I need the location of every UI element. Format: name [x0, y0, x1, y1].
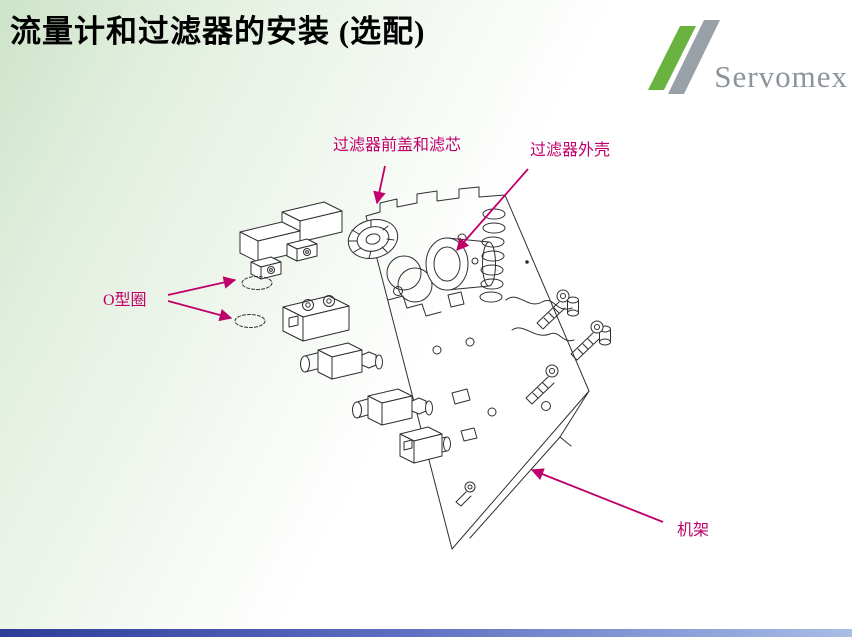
coil-connector-front	[250, 256, 282, 280]
logo-stripes-icon	[648, 20, 721, 94]
label-frame: 机架	[677, 522, 710, 539]
coil-connector-rear	[286, 238, 318, 262]
bottom-bar	[0, 629, 852, 637]
o-ring-top	[241, 276, 273, 290]
arrow-frame	[530, 468, 664, 523]
valve-body-2	[352, 388, 433, 426]
screw-2	[570, 320, 604, 361]
o-ring-bottom	[234, 314, 266, 328]
valve-body-3	[399, 426, 451, 464]
valve-manifold	[282, 295, 350, 342]
standoff-1	[567, 296, 579, 317]
label-filter-housing: 过滤器外壳	[530, 142, 611, 159]
arrow-o-ring-top	[167, 276, 237, 296]
logo-text: Servomex	[714, 59, 848, 94]
filter-front-cover	[347, 219, 399, 259]
filter-gasket	[386, 255, 433, 303]
screw-3	[525, 364, 559, 405]
cable-wires	[505, 296, 575, 342]
label-filter-cover: 过滤器前盖和滤芯	[333, 137, 462, 154]
servomex-logo: Servomex	[644, 18, 848, 96]
label-o-ring: O型圈	[103, 292, 147, 309]
frame-plate	[365, 186, 590, 550]
arrow-filter-cover	[373, 165, 386, 205]
logo-gray-stripe	[668, 20, 721, 94]
arrow-o-ring-bottom	[167, 300, 233, 322]
valve-body-1	[300, 342, 383, 380]
screw-4	[455, 481, 476, 507]
arrow-filter-housing	[456, 168, 529, 251]
logo-green-stripe	[648, 26, 697, 90]
solenoid-coil-rear	[281, 201, 343, 243]
page-title: 流量计和过滤器的安装 (选配)	[10, 14, 426, 49]
spring	[479, 208, 506, 303]
screw-1	[536, 289, 570, 330]
